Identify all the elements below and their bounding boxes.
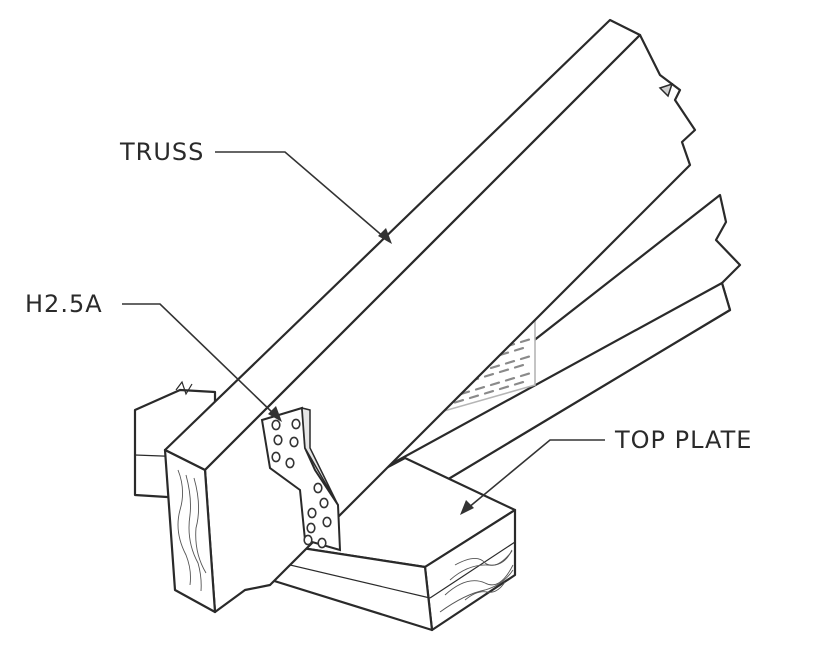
main-truss-chord: [163, 18, 697, 614]
connector-label: H2.5A: [25, 290, 103, 318]
gusset-tooth-slot: [453, 399, 465, 404]
gusset-tooth-slot: [468, 394, 480, 400]
truss-label: TRUSS: [119, 138, 204, 166]
truss-end-grain: [177, 469, 207, 592]
gusset-tooth-slot: [474, 386, 486, 391]
gusset-tooth-slot: [513, 347, 525, 352]
nail-hole: [303, 534, 313, 546]
gusset-tooth-slot: [489, 364, 501, 370]
callout-leaders: [122, 151, 605, 515]
top-plate-end-grain: [439, 549, 514, 613]
gusset-tooth-slot: [513, 381, 525, 386]
h2-5a-hurricane-tie: [260, 406, 342, 552]
truss-leader: [215, 151, 392, 244]
nail-hole: [285, 457, 295, 469]
gusset-tooth-slot: [498, 385, 510, 391]
gusset-tooth-slot: [504, 377, 516, 382]
connector-leader: [122, 303, 282, 422]
gusset-tooth-slot: [519, 338, 531, 344]
nail-hole: [271, 419, 281, 431]
nail-hole: [319, 497, 329, 509]
gusset-tooth-slot: [513, 364, 525, 369]
gusset-tooth-slot: [489, 381, 501, 387]
lower-truss-chord: [338, 193, 742, 522]
gusset-tooth-slot: [483, 373, 495, 378]
gusset-tooth-slot: [519, 372, 531, 378]
nail-hole: [307, 507, 317, 519]
nail-hole: [313, 482, 323, 494]
top-plate-leader: [460, 439, 605, 515]
nail-hole: [271, 451, 281, 463]
gusset-tooth-slot: [519, 355, 531, 361]
nail-hole: [322, 516, 332, 528]
gusset-tooth-slot: [483, 390, 495, 395]
top-plate-label: TOP PLATE: [614, 426, 752, 454]
gusset-tooth-slot: [504, 360, 516, 365]
nail-hole: [306, 522, 316, 534]
nail-hole: [317, 537, 327, 549]
nail-hole: [273, 434, 283, 446]
gusset-tooth-slot: [498, 368, 510, 374]
nail-hole: [289, 436, 299, 448]
nail-hole: [291, 418, 301, 430]
